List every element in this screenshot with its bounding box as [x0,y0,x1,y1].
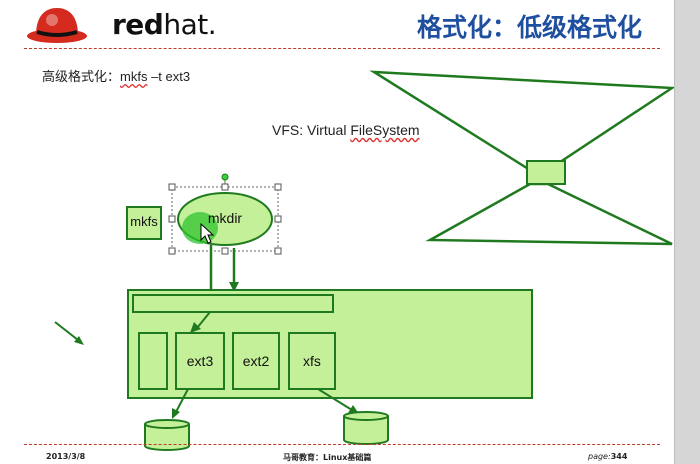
ext2-box[interactable] [232,332,280,390]
mouse-cursor-icon [200,222,215,244]
cursor-highlight [182,212,218,244]
ext3-box[interactable] [175,332,225,390]
arrowhead-mkdir-right [229,282,239,292]
vfs-word: FileSystem [350,122,420,138]
vfs-label: VFS: Virtual FileSystem [272,122,420,138]
command-line-text: 高级格式化：mkfs –t ext3 [42,66,190,85]
arrow-vfs-ext3 [196,311,211,329]
blank-fs-box [138,332,168,390]
arrowhead-ext3-disk [172,408,180,419]
ext3-label: ext3 [186,353,214,369]
command-prefix: 高级格式化： [42,69,121,84]
footer-divider [24,444,660,445]
redhat-logo: redhat. [22,2,217,46]
arrowhead-vfs-ext3 [190,322,201,333]
ext2-label: ext2 [242,353,270,369]
window-edge-strip [674,0,700,464]
mkfs-label: mkfs [130,214,158,229]
page-number: 344 [610,452,628,461]
footer-center: 马哥教育：Linux基础篇 [283,453,372,462]
mkdir-label: mkdir [207,210,243,226]
slide: redhat. 格式化：低级格式化 高级格式化：mkfs –t ext3 VFS… [0,0,674,464]
rotate-handle[interactable] [221,173,229,181]
vfs-prefix: VFS: Virtual [272,122,351,138]
arrow-ext3-disk [175,388,189,413]
disk-cylinder-right [343,411,389,445]
mkfs-box[interactable] [126,206,162,240]
pointer-arrow [54,321,79,341]
vfs-funnel-top [369,70,674,172]
arrow-xfs-disk [317,388,353,411]
footer-page: page:344 [588,452,627,461]
filesystem-diagram [54,70,674,451]
vfs-funnel-neck [526,160,566,185]
header-divider [24,48,660,49]
footer-date: 2013/3/8 [46,452,86,461]
xfs-box[interactable] [288,332,336,390]
command-args: –t ext3 [147,69,191,84]
resize-handles[interactable] [168,183,282,255]
slide-title: 格式化：低级格式化 [416,13,642,42]
disk-cylinder-left [144,419,190,451]
command-tool: mkfs [120,69,148,84]
pointer-arrowhead [74,336,84,345]
page-prefix: page: [588,452,611,461]
xfs-label: xfs [303,353,321,369]
redhat-wordmark: redhat. [112,8,217,41]
vfs-bar [132,294,334,313]
redhat-fedora-icon [27,8,87,43]
vfs-funnel-bottom [425,182,673,246]
